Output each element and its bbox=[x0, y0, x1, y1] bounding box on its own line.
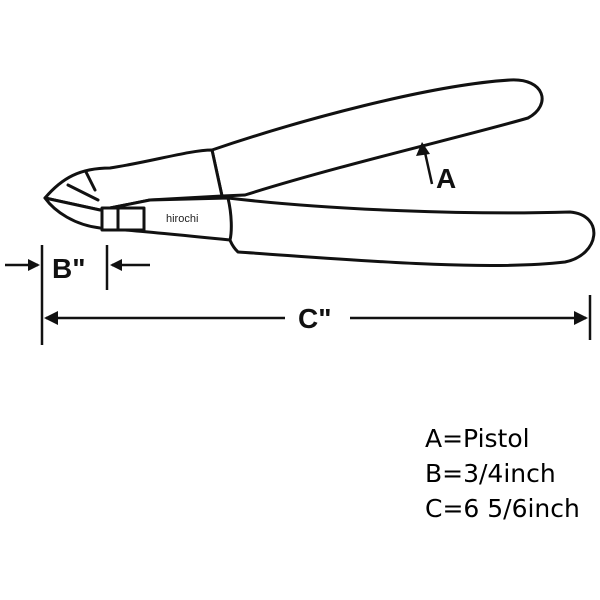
arrowheads bbox=[28, 142, 588, 325]
label-c: C" bbox=[298, 303, 332, 334]
c-arrowhead-right bbox=[574, 311, 588, 325]
label-b: B" bbox=[52, 253, 86, 284]
pivot-joint bbox=[100, 206, 146, 232]
lower-handle bbox=[223, 196, 596, 267]
b-arrowhead-left bbox=[28, 259, 40, 271]
upper-handle bbox=[210, 78, 544, 198]
c-arrowhead-left bbox=[44, 311, 58, 325]
spec-line-a: A=Pistol bbox=[425, 424, 530, 453]
b-arrowhead-right bbox=[110, 259, 122, 271]
jaw-bevel-2 bbox=[84, 170, 97, 192]
spec-line-b: B=3/4inch bbox=[425, 459, 556, 488]
pliers-drawing bbox=[43, 78, 596, 267]
a-arrowhead bbox=[416, 142, 430, 156]
spec-line-c: C=6 5/6inch bbox=[425, 494, 580, 523]
jaw-bevel bbox=[66, 183, 100, 202]
watermark-text: hirochi bbox=[166, 213, 198, 225]
label-a: A bbox=[436, 163, 456, 194]
